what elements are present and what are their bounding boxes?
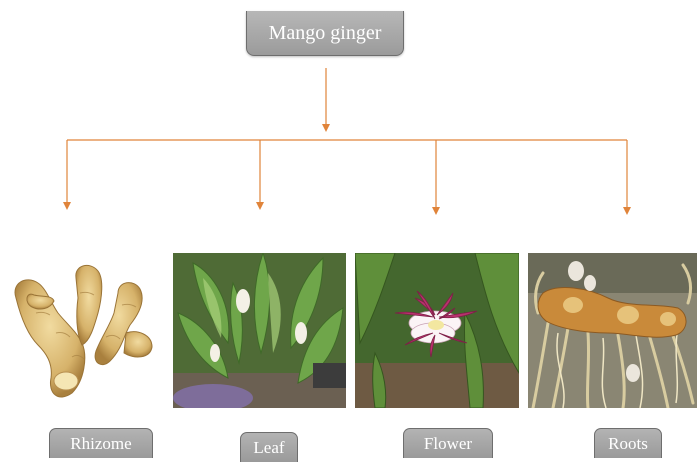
label-roots: Roots xyxy=(594,428,662,458)
leaf-photo xyxy=(173,253,346,408)
label-rhizome: Rhizome xyxy=(49,428,153,458)
rhizome-photo xyxy=(6,253,158,408)
label-roots-text: Roots xyxy=(608,434,648,454)
roots-photo xyxy=(528,253,697,408)
label-flower: Flower xyxy=(403,428,493,458)
label-leaf-text: Leaf xyxy=(253,438,284,458)
label-flower-text: Flower xyxy=(424,434,472,454)
flower-photo xyxy=(355,253,519,408)
label-rhizome-text: Rhizome xyxy=(70,434,131,454)
